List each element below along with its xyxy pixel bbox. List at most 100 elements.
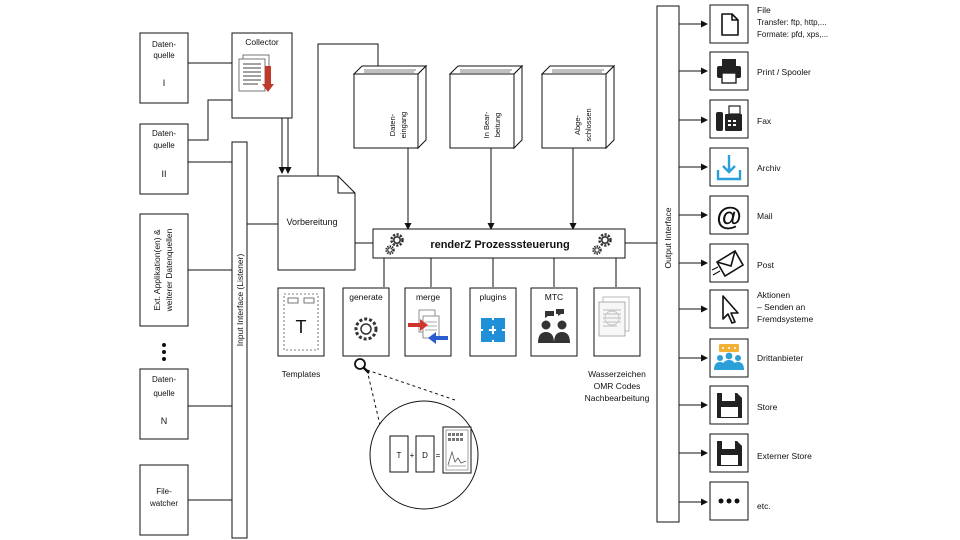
postprocess-line-1: Wasserzeichen (588, 369, 646, 379)
source-1-label-a: Daten- (152, 40, 176, 49)
generate-label: generate (349, 292, 383, 302)
collector-document-icon (238, 54, 274, 92)
queue-dateneingang: Daten- eingang (352, 64, 428, 150)
input-interface-bus: Input Interface (Listener) (231, 141, 248, 539)
generate-zoom-detail: T + D = (369, 400, 479, 510)
process-control-label: renderZ Prozesssteuerung (430, 239, 569, 251)
queue-abgeschlossen: Abge- schlossen (540, 64, 616, 150)
destination-store: Store (709, 385, 778, 425)
vertical-ellipsis (162, 343, 166, 361)
filewatcher-label-a: File- (156, 487, 172, 496)
etc-label: etc. (757, 501, 771, 511)
source-2-label-b: quelle (153, 141, 175, 150)
ext-application-source: Ext. Applikation(en) & weiterer Datenque… (139, 213, 189, 327)
input-interface-label: Input Interface (Listener) (235, 254, 245, 347)
source-2-label-a: Daten- (152, 129, 176, 138)
plugins-box: plugins (469, 287, 517, 357)
archive-label: Archiv (757, 163, 781, 173)
fax-label: Fax (757, 116, 772, 126)
queue-in-bearbeitung: In Bear- beitung (448, 64, 524, 150)
postprocessing-box: Wasserzeichen OMR Codes Nachbearbeitung (585, 287, 650, 403)
print-label: Print / Spooler (757, 67, 811, 77)
zoom-equals: = (436, 451, 441, 460)
ext-app-label-a: Ext. Applikation(en) & (152, 229, 162, 311)
post-label: Post (757, 260, 775, 270)
third-party-label: Drittanbieter (757, 353, 803, 363)
at-sign-icon: @ (716, 201, 741, 231)
external-store-label: Externer Store (757, 451, 812, 461)
queue-dateneingang-b: eingang (399, 112, 408, 139)
source-n-numeral: N (161, 416, 168, 426)
source-1-numeral: I (163, 78, 166, 88)
file-label: File (757, 5, 771, 15)
vorbereitung-label: Vorbereitung (286, 217, 337, 227)
store-label: Store (757, 402, 778, 412)
postprocess-line-2: OMR Codes (594, 381, 641, 391)
wrench-gear-icon (354, 317, 378, 341)
postprocess-line-3: Nachbearbeitung (585, 393, 650, 403)
generate-box: generate (342, 287, 390, 374)
floppy-disk-icon (717, 393, 742, 418)
merge-label: merge (416, 292, 440, 302)
destination-file: File Transfer: ftp, http,... Formate: pf… (709, 4, 828, 44)
source-1-label-b: quelle (153, 51, 175, 60)
actions-label: Aktionen (757, 290, 790, 300)
queue-in-bearbeitung-b: beitung (493, 113, 502, 138)
collector-label: Collector (245, 37, 279, 47)
file-format-label: Formate: pfd, xps,... (757, 30, 828, 39)
magnifier-icon (354, 358, 370, 374)
merge-documents-icon (408, 309, 448, 344)
actions-system-label: Fremdsysteme (757, 314, 813, 324)
result-document-icon (442, 426, 472, 474)
data-source-2: Daten- quelle II (139, 123, 189, 195)
queue-abgeschlossen-a: Abge- (573, 114, 582, 135)
data-source-n: Daten- quelle N (139, 368, 189, 440)
ellipsis-icon (718, 498, 740, 504)
floppy-disk-icon (717, 441, 742, 466)
destination-third-party: Drittanbieter (709, 338, 803, 378)
source-n-label-a: Daten- (152, 375, 176, 384)
file-transfer-label: Transfer: ftp, http,... (757, 18, 827, 27)
download-icon (716, 155, 742, 181)
envelope-icon (711, 249, 745, 278)
connector-lines (188, 20, 708, 506)
mail-label: Mail (757, 211, 773, 221)
cursor-icon (722, 295, 739, 324)
destination-external-store: Externer Store (709, 433, 812, 473)
destination-mail: @ Mail (709, 195, 773, 235)
queue-in-bearbeitung-a: In Bear- (482, 111, 491, 138)
zoom-t-letter: T (397, 451, 402, 460)
people-chat-icon (538, 309, 570, 343)
destination-actions: Aktionen – Senden an Fremdsysteme (709, 289, 813, 329)
output-interface-label: Output Interface (663, 207, 673, 268)
destination-print: Print / Spooler (709, 51, 811, 91)
plugins-label: plugins (480, 292, 507, 302)
file-icon (721, 13, 739, 36)
zoom-plus: + (410, 451, 415, 460)
template-letter: T (296, 317, 307, 337)
destination-fax: Fax (709, 99, 772, 139)
output-interface-bus: Output Interface (656, 5, 680, 523)
destination-etc: etc. (709, 481, 771, 521)
destination-archive: Archiv (709, 147, 781, 187)
mtc-box: MTC (530, 287, 578, 357)
source-2-numeral: II (161, 169, 166, 179)
source-n-label-b: quelle (153, 389, 175, 398)
data-source-1: Daten- quelle I (139, 32, 189, 104)
third-party-people-icon (714, 344, 744, 370)
queue-abgeschlossen-b: schlossen (584, 108, 593, 141)
filewatcher-source: File- watcher (139, 464, 189, 536)
ext-app-label-b: weiterer Datenquellen (164, 228, 174, 312)
puzzle-icon (481, 318, 505, 342)
mtc-label: MTC (545, 292, 563, 302)
printer-icon (717, 59, 741, 84)
fax-icon (716, 105, 742, 131)
vorbereitung-document: Vorbereitung (277, 175, 356, 271)
merge-box: merge (404, 287, 452, 357)
zoom-d-letter: D (422, 451, 428, 460)
templates-box: T Templates (277, 287, 325, 379)
templates-label: Templates (282, 369, 321, 379)
filewatcher-label-b: watcher (149, 499, 178, 508)
